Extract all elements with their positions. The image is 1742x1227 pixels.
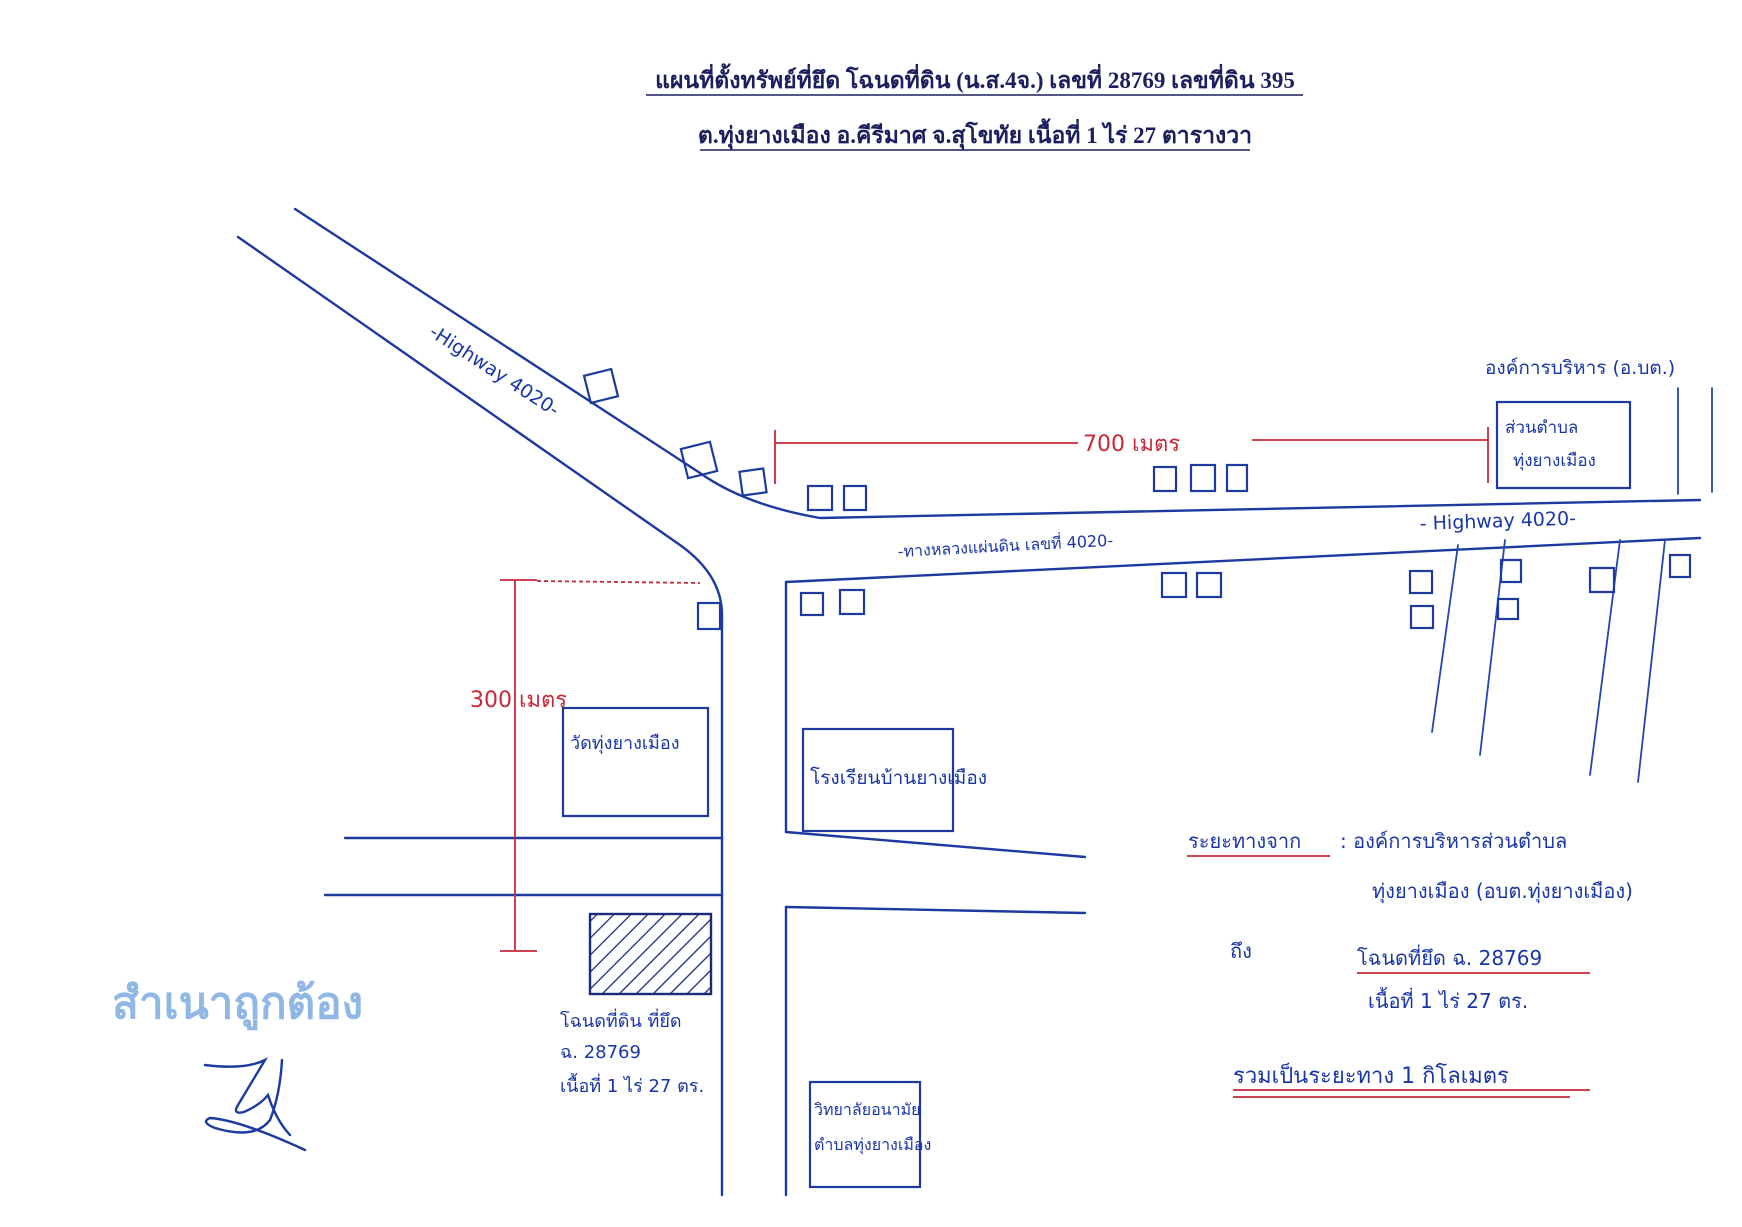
map-title-line1: แผนที่ตั้งทรัพย์ที่ยึด โฉนดที่ดิน (น.ส.4…	[655, 63, 1295, 93]
sao-box-line1: ส่วนตำบล	[1505, 418, 1578, 438]
health-center-line1: วิทยาลัยอนามัย	[814, 1100, 921, 1119]
highway-label-east: - Highway 4020-	[1419, 508, 1576, 535]
temple-building	[561, 706, 710, 818]
seized-parcel-line3: เนื้อที่ 1 ไร่ 27 ตร.	[560, 1073, 704, 1097]
school-label: โรงเรียนบ้านยางเมือง	[810, 766, 987, 789]
seized-parcel-line1: โฉนดที่ดิน ที่ยึด	[560, 1008, 682, 1032]
health-center-line2: ตำบลทุ่งยางเมือง	[814, 1135, 931, 1155]
side-roads-east	[1431, 387, 1713, 783]
note-distance-label: ระยะทางจาก	[1188, 829, 1301, 853]
school-building	[801, 727, 955, 833]
note-from-line1: : องค์การบริหารส่วนตำบล	[1340, 829, 1567, 853]
highway-4020-east-lower	[784, 536, 1702, 584]
certified-copy-stamp: สำเนาถูกต้อง	[112, 978, 363, 1030]
note-to-label: ถึง	[1230, 939, 1252, 963]
signature	[203, 1057, 307, 1152]
note-to-line2: เนื้อที่ 1 ไร่ 27 ตร.	[1368, 987, 1528, 1013]
health-center-building	[808, 1080, 922, 1189]
sao-box-line2: ทุ่งยางเมือง	[1513, 451, 1596, 471]
sao-building	[1495, 400, 1632, 490]
houses	[582, 367, 1692, 631]
map-title-line2: ต.ทุ่งยางเมือง อ.คีรีมาศ จ.สุโขทัย เนื้อ…	[698, 118, 1252, 150]
seized-parcel-line2: ฉ. 28769	[560, 1042, 641, 1063]
temple-label: วัดทุ่งยางเมือง	[570, 733, 680, 754]
distance-label-vertical: 300 เมตร	[470, 688, 567, 713]
distance-label-horizontal: 700 เมตร	[1083, 432, 1180, 457]
cross-road-lower	[323, 893, 1087, 915]
note-to-line1: โฉนดที่ยึด ฉ. 28769	[1357, 944, 1542, 970]
distance-marker-vertical	[500, 579, 701, 952]
cross-road-upper	[343, 830, 1087, 859]
highway-4020-diagonal	[236, 207, 1702, 1197]
seized-parcel	[588, 912, 713, 996]
note-total: รวมเป็นระยะทาง 1 กิโลเมตร	[1233, 1061, 1509, 1089]
sao-label: องค์การบริหาร (อ.บต.)	[1485, 357, 1675, 379]
distance-marker-horizontal	[774, 427, 1489, 484]
note-from-line2: ทุ่งยางเมือง (อบต.ทุ่งยางเมือง)	[1372, 879, 1633, 904]
highway-label-thai: -ทางหลวงแผ่นดิน เลขที่ 4020-	[897, 529, 1113, 561]
